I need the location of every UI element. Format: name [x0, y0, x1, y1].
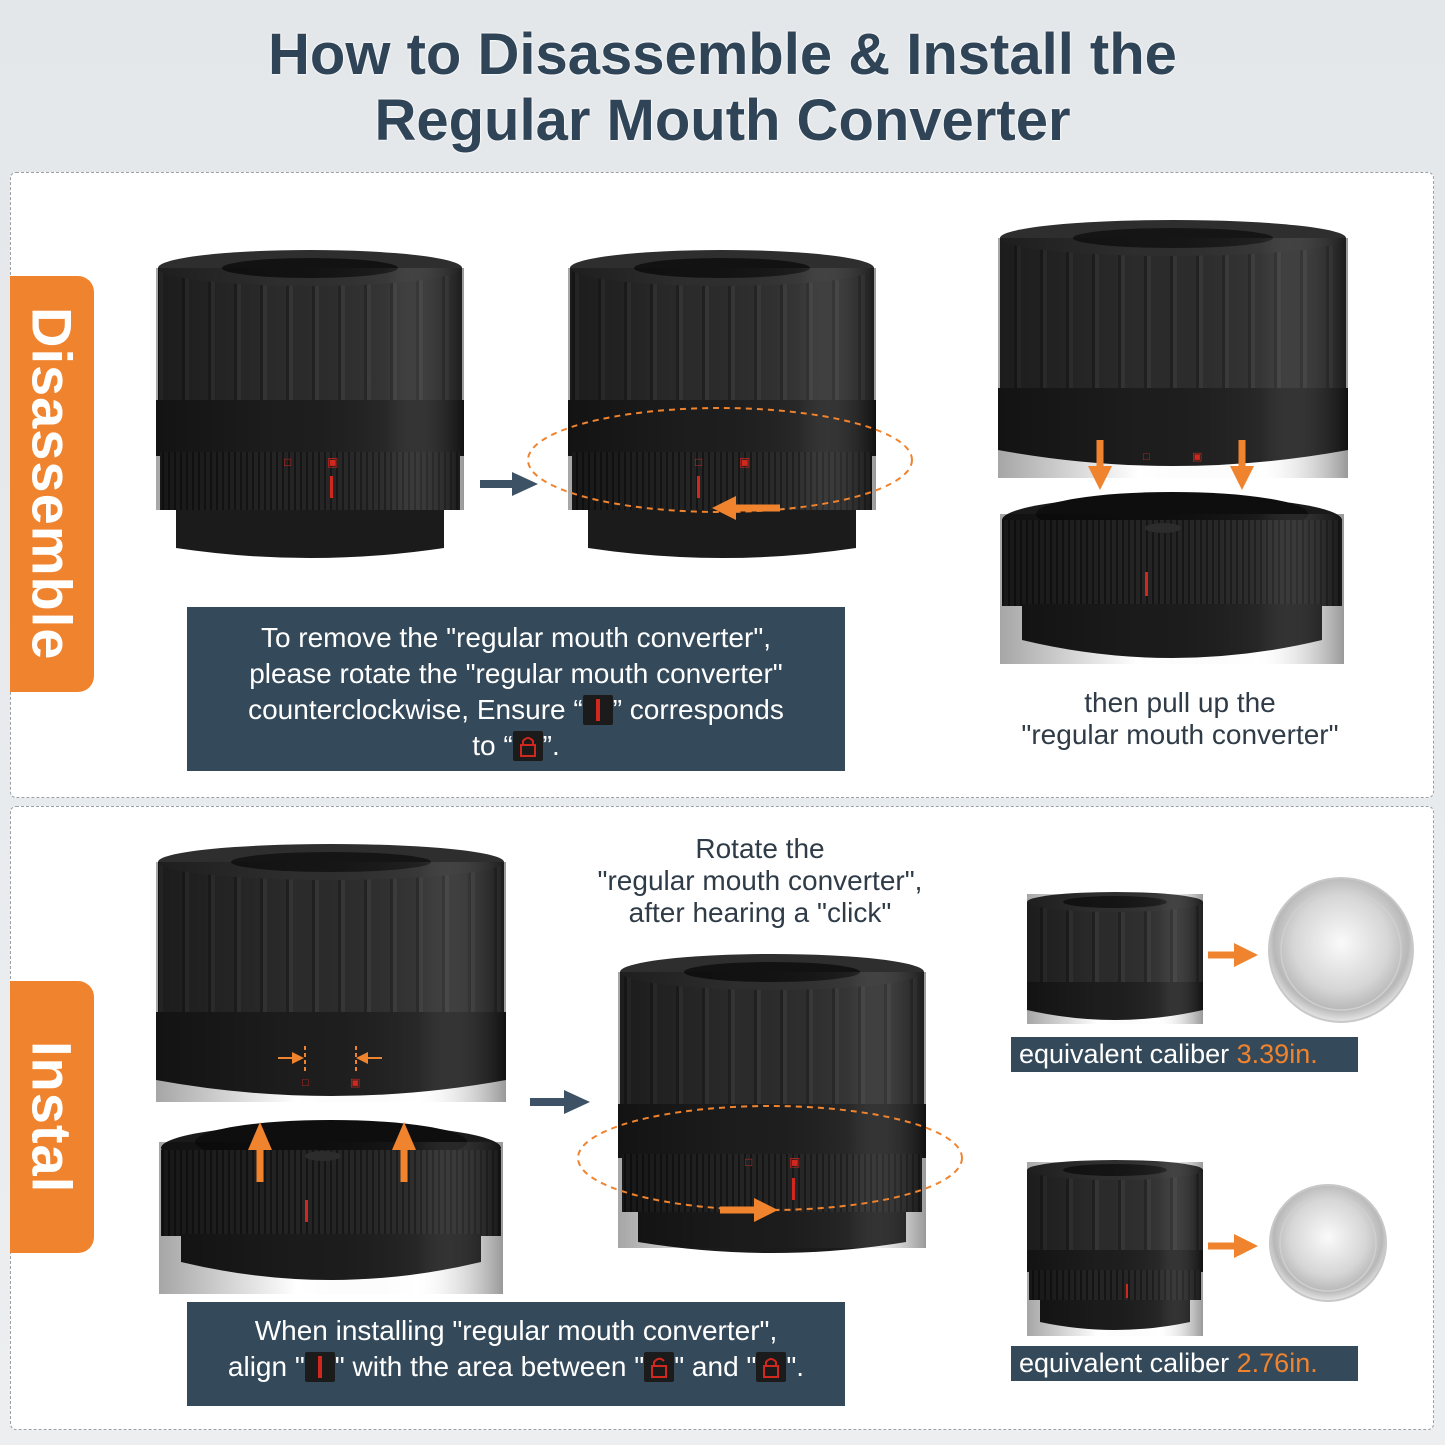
svg-text:□: □: [302, 1077, 309, 1089]
lid-large: [1268, 877, 1414, 1023]
page-title: How to Disassemble & Install the Regular…: [0, 22, 1445, 154]
svg-text:□: □: [745, 1155, 752, 1169]
note-line-3: counterclockwise, Ensure “” corresponds: [248, 694, 784, 725]
install-note-line-2: align "" with the area between "" and ""…: [227, 1351, 805, 1382]
grinder-2: [568, 250, 876, 558]
caliber-label-small: equivalent caliber 2.76in.: [1011, 1346, 1358, 1381]
unlock-icon: [644, 1352, 675, 1382]
disassemble-tab: Disassemble: [10, 276, 94, 692]
grinder-4-body: [156, 844, 506, 1102]
note-line-2: please rotate the "regular mouth convert…: [249, 658, 783, 689]
svg-text:□: □: [1143, 451, 1150, 463]
alignment-mark-icon: [582, 695, 613, 725]
unlock-icon: □: [284, 455, 291, 469]
pull-up-caption: then pull up the "regular mouth converte…: [1021, 687, 1339, 750]
grinder-3-body: [998, 220, 1348, 478]
note-line-1: To remove the "regular mouth converter",: [260, 622, 772, 653]
install-tab: Instal: [10, 981, 94, 1253]
install-note-line-1: When installing "regular mouth converter…: [254, 1315, 778, 1346]
disassemble-label: Disassemble: [20, 307, 84, 661]
note-line-4: to “”.: [472, 730, 560, 761]
alignment-mark-icon: [304, 1352, 335, 1382]
grinder-small-1: [1027, 892, 1203, 1024]
svg-text:▣: ▣: [739, 455, 750, 469]
lock-icon: [756, 1352, 787, 1382]
svg-text:▣: ▣: [1192, 451, 1202, 463]
svg-text:▣: ▣: [789, 1155, 800, 1169]
svg-text:□: □: [695, 455, 702, 469]
grinder-5: [618, 954, 926, 1253]
grinder-small-2: [1027, 1160, 1203, 1336]
alignment-mark-icon: [330, 476, 333, 498]
caliber-label-large: equivalent caliber 3.39in.: [1011, 1037, 1358, 1072]
lid-small: [1269, 1184, 1387, 1302]
install-label: Instal: [20, 1040, 84, 1194]
install-instructions: When installing "regular mouth converter…: [187, 1302, 845, 1406]
lock-icon: ▣: [327, 455, 338, 469]
title-line-1: How to Disassemble & Install the: [268, 22, 1177, 87]
grinder-1: [156, 250, 464, 558]
lock-icon: [512, 731, 543, 761]
disassemble-instructions: To remove the "regular mouth converter",…: [187, 607, 845, 771]
converter-ring-2: [159, 1120, 503, 1294]
title-line-2: Regular Mouth Converter: [374, 88, 1071, 153]
rotate-caption: Rotate the "regular mouth converter", af…: [597, 833, 923, 928]
converter-ring-1: [1000, 492, 1344, 664]
svg-text:▣: ▣: [350, 1077, 360, 1089]
